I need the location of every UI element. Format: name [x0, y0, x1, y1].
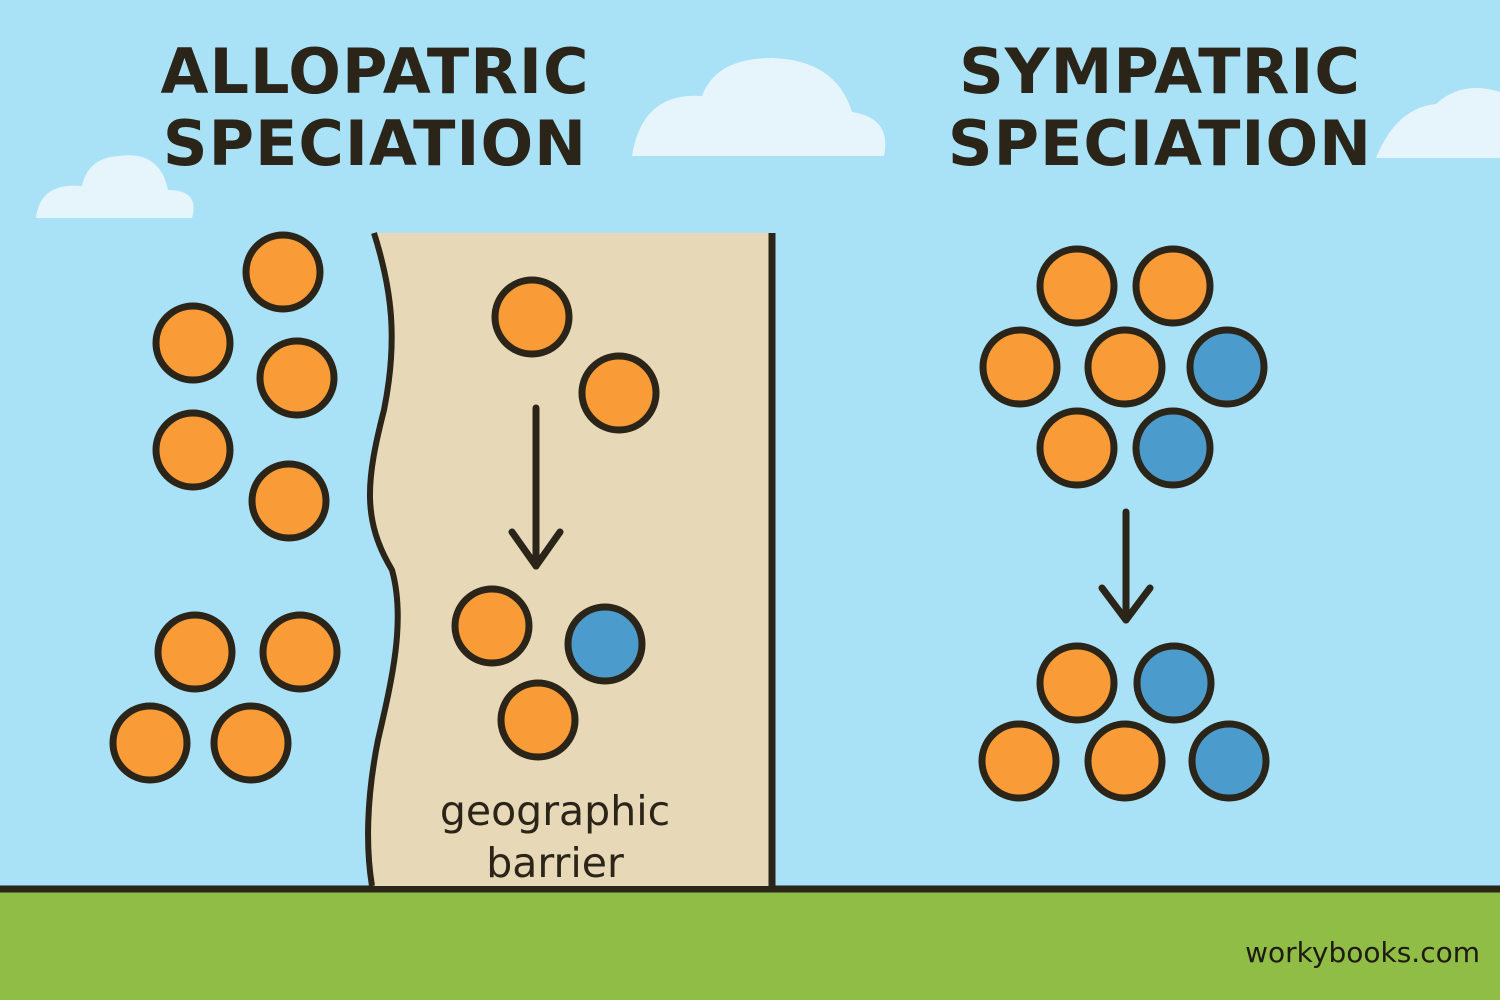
geographic-barrier-label: geographic barrier: [400, 785, 710, 889]
ground: [0, 889, 1500, 1000]
organism-orange: [1036, 245, 1118, 327]
organism-orange: [578, 352, 660, 434]
sympatric-population-after: [978, 642, 1270, 802]
allopatric-title: ALLOPATRIC SPECIATION: [120, 36, 630, 180]
sympatric-title-line-1: SYMPATRIC: [959, 35, 1361, 108]
organism-orange: [248, 460, 330, 542]
organism-orange: [152, 409, 234, 491]
organism-orange: [978, 720, 1060, 802]
organism-blue: [1188, 720, 1270, 802]
allopatric-isolated-population-before: [491, 276, 660, 434]
sympatric-population-before: [979, 245, 1268, 489]
barrier-label-line-2: barrier: [486, 839, 624, 887]
cloud-icon: [632, 58, 886, 156]
down-arrow-icon: [508, 404, 564, 570]
organism-orange: [242, 231, 324, 313]
organism-orange: [451, 585, 533, 667]
allopatric-isolated-population-after: [451, 585, 646, 761]
organism-orange: [152, 302, 234, 384]
organism-orange: [497, 679, 579, 761]
watermark-text: workybooks.com: [1245, 936, 1480, 969]
allopatric-left-population: [109, 231, 341, 784]
down-arrow-icon: [1098, 508, 1154, 624]
organism-blue: [564, 603, 646, 685]
cloud-icon: [36, 155, 194, 218]
organism-blue: [1132, 407, 1214, 489]
organism-orange: [256, 337, 338, 419]
sympatric-title-line-2: SPECIATION: [947, 107, 1373, 180]
organism-orange: [1036, 642, 1118, 724]
organism-orange: [1036, 407, 1118, 489]
organism-blue: [1133, 642, 1215, 724]
organism-blue: [1186, 326, 1268, 408]
organism-orange: [1084, 326, 1166, 408]
cloud-icon: [1376, 88, 1500, 158]
organism-orange: [259, 611, 341, 693]
organism-orange: [109, 702, 191, 784]
organism-orange: [210, 702, 292, 784]
barrier-wavy-edge: [365, 232, 401, 887]
allopatric-title-line-1: ALLOPATRIC: [160, 35, 590, 108]
barrier-label-line-1: geographic: [439, 787, 671, 835]
allopatric-title-line-2: SPECIATION: [162, 107, 588, 180]
organism-orange: [979, 326, 1061, 408]
organism-orange: [154, 611, 236, 693]
sympatric-title: SYMPATRIC SPECIATION: [900, 36, 1420, 180]
organism-orange: [1132, 245, 1214, 327]
organism-orange: [1084, 720, 1166, 802]
geographic-barrier: [368, 233, 772, 886]
organism-orange: [491, 276, 573, 358]
